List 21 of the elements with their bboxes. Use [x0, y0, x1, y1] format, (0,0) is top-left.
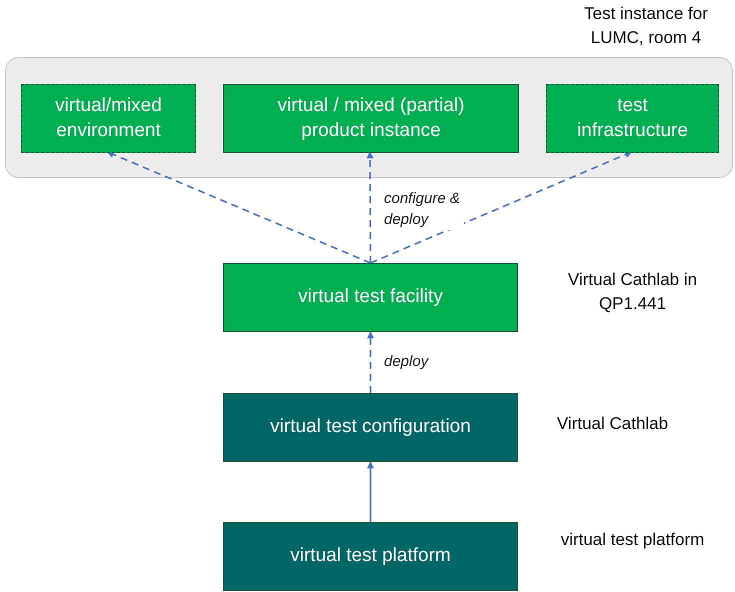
box-label: virtual/mixed environment	[54, 94, 163, 142]
arrow	[370, 151, 632, 264]
box-label: virtual test configuration	[270, 415, 471, 440]
process-box	[546, 84, 719, 153]
side-note: virtual test platform	[560, 529, 705, 551]
side-note: Virtual Cathlab	[556, 413, 670, 435]
process-box	[223, 522, 518, 591]
arrow	[367, 461, 374, 522]
process-box	[21, 84, 196, 153]
arrow	[366, 151, 374, 263]
box-label: test infrastructure	[576, 94, 689, 142]
process-box	[223, 393, 518, 462]
arrow	[106, 151, 371, 264]
box-label: virtual test facility	[298, 285, 443, 310]
group-heading: Test instance for LUMC, room 4	[583, 3, 709, 49]
side-note: Virtual Cathlab in QP1.441	[566, 269, 698, 315]
arrow	[367, 331, 374, 393]
process-box	[223, 84, 519, 153]
process-box	[223, 263, 518, 332]
box-label: virtual / mixed (partial) product instance	[276, 94, 466, 142]
box-label: virtual test platform	[290, 544, 451, 568]
